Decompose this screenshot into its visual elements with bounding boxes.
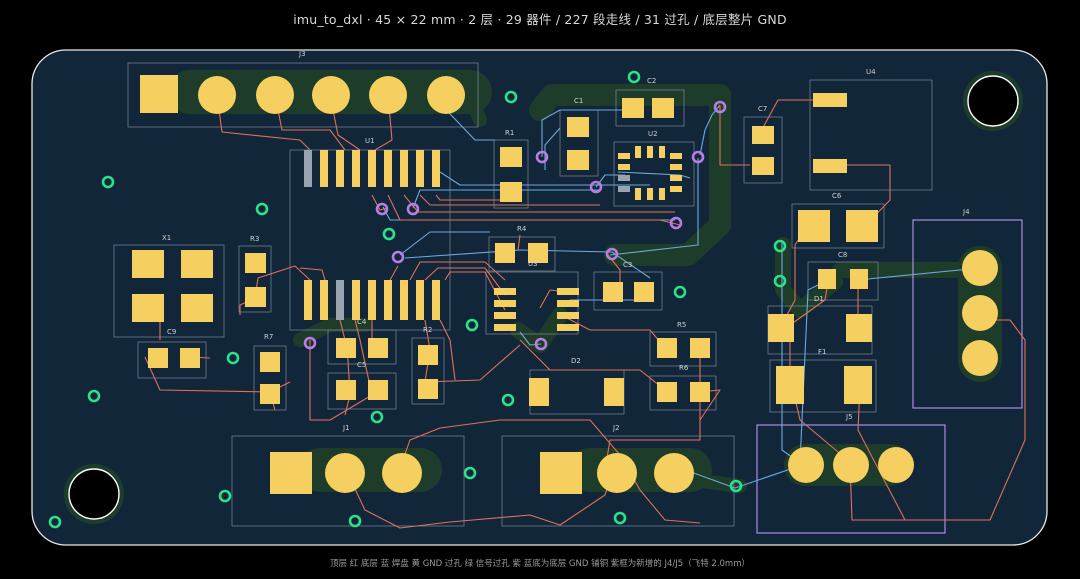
ref-J2: J2 [612,424,620,432]
ref-U2: U2 [648,130,658,138]
ref-labels: J3 U1 R1 C1 C2 U2 C7 U4 C6 J4 C8 D1 F1 X… [162,50,970,432]
ref-D2: D2 [571,357,581,365]
ref-R3: R3 [250,235,259,243]
ref-C2: C2 [647,77,656,85]
ref-D1: D1 [814,295,824,303]
ref-J5: J5 [845,413,853,421]
ref-C3: C3 [623,261,632,269]
j3-pad-6 [427,76,465,114]
ref-R6: R6 [679,364,689,372]
ref-R5: R5 [677,321,686,329]
ref-R7: R7 [264,333,273,341]
ref-C7: C7 [758,105,767,113]
nc-pads [304,150,630,320]
j4-frame [912,219,1023,409]
ref-C6: C6 [832,192,842,200]
j3-pad-4 [312,76,350,114]
pads [132,75,998,494]
u1-top-pads [320,150,440,187]
ref-R1: R1 [505,129,514,137]
board-outline [31,49,1048,546]
j3-pad-1 [140,75,178,113]
ref-C9: C9 [167,328,176,336]
ref-U4: U4 [866,68,876,76]
ref-U1: U1 [365,137,375,145]
j3-pad-2 [198,76,236,114]
ref-R4: R4 [517,225,527,233]
ref-C5: C5 [357,361,366,369]
ref-F1: F1 [818,348,826,356]
ref-J4: J4 [962,208,970,216]
j5-frame [756,424,946,534]
bottom-traces [382,94,981,489]
ref-C1: C1 [574,97,583,105]
layer-legend: 顶层 红 底层 蓝 焊盘 黄 GND 过孔 绿 信号过孔 紫 蓝底为底层 GND… [330,559,750,569]
u2-pads [618,146,682,200]
ref-J3: J3 [298,50,306,58]
ref-R2: R2 [423,326,432,334]
board-title: imu_to_dxl · 45 × 22 mm · 2 层 · 29 器件 / … [293,12,787,27]
ref-X1: X1 [162,234,171,242]
ref-C8: C8 [838,251,847,259]
ref-C4: C4 [357,318,367,326]
j3-pad-5 [369,76,407,114]
j3-pad-3 [256,76,294,114]
ref-U3: U3 [528,260,538,268]
mounting-holes [64,71,1023,524]
ref-J1: J1 [342,424,350,432]
new-part-frames [756,219,1023,534]
gnd-vias [48,70,787,529]
u1-bottom-pads [304,280,440,320]
u3-pads [494,288,579,331]
signal-vias [303,100,727,351]
